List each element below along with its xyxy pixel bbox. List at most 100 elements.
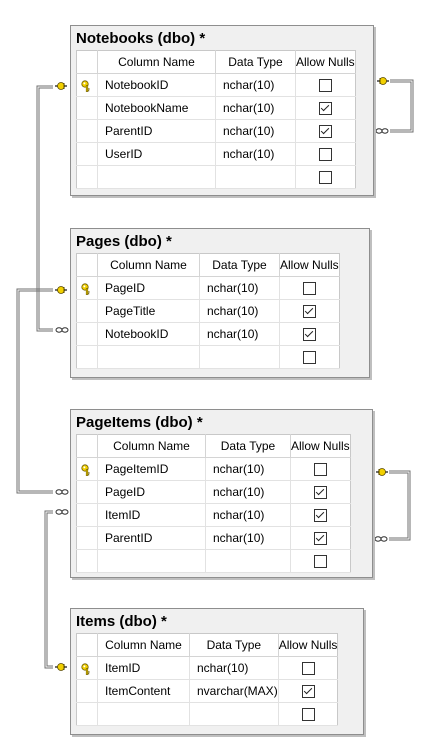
column-name-cell[interactable]: ItemID	[97, 656, 190, 680]
allow-nulls-checkbox[interactable]	[302, 351, 316, 365]
row-selector[interactable]	[76, 656, 98, 680]
data-type-cell[interactable]: nchar(10)	[199, 299, 280, 323]
column-name-header[interactable]: Column Name	[97, 50, 216, 74]
rel-pages-pageitems-inner[interactable]	[18, 290, 53, 492]
allow-nulls-cell[interactable]	[279, 276, 340, 300]
column-name-cell[interactable]: ParentID	[97, 526, 206, 550]
allow-nulls-cell[interactable]	[290, 503, 351, 527]
row-selector[interactable]	[76, 96, 98, 120]
data-type-cell[interactable]: nchar(10)	[215, 96, 296, 120]
row-selector[interactable]	[76, 526, 98, 550]
column-name-cell[interactable]: ItemID	[97, 503, 206, 527]
table-title[interactable]: Notebooks (dbo) *	[76, 30, 206, 47]
allow-nulls-checkbox[interactable]	[318, 102, 332, 116]
allow-nulls-header[interactable]: Allow Nulls	[290, 434, 351, 458]
column-name-cell[interactable]	[97, 165, 216, 189]
column-name-cell[interactable]: NotebookName	[97, 96, 216, 120]
allow-nulls-cell[interactable]	[290, 549, 351, 573]
allow-nulls-cell[interactable]	[279, 322, 340, 346]
rel-pageitems-self[interactable]	[389, 470, 411, 541]
allow-nulls-checkbox[interactable]	[302, 305, 316, 319]
data-type-cell[interactable]: nchar(10)	[205, 480, 291, 504]
allow-nulls-cell[interactable]	[279, 299, 340, 323]
rel-pages-pageitems[interactable]	[16, 288, 53, 494]
allow-nulls-cell[interactable]	[290, 526, 351, 550]
allow-nulls-header[interactable]: Allow Nulls	[295, 50, 356, 74]
data-type-cell[interactable]: nchar(10)	[215, 142, 296, 166]
row-selector[interactable]	[76, 299, 98, 323]
rel-notebooks-self[interactable]	[390, 79, 414, 133]
table-title[interactable]: Pages (dbo) *	[76, 233, 172, 250]
allow-nulls-checkbox[interactable]	[301, 662, 315, 676]
row-selector[interactable]	[76, 345, 98, 369]
allow-nulls-cell[interactable]	[295, 73, 356, 97]
row-selector[interactable]	[76, 457, 98, 481]
allow-nulls-header[interactable]: Allow Nulls	[278, 633, 338, 657]
column-name-header[interactable]: Column Name	[97, 253, 200, 277]
allow-nulls-checkbox[interactable]	[318, 171, 332, 185]
data-type-header[interactable]: Data Type	[215, 50, 296, 74]
data-type-cell[interactable]	[205, 549, 291, 573]
table-title[interactable]: PageItems (dbo) *	[76, 414, 203, 431]
data-type-cell[interactable]: nchar(10)	[205, 526, 291, 550]
allow-nulls-cell[interactable]	[290, 480, 351, 504]
column-name-cell[interactable]: NotebookID	[97, 73, 216, 97]
column-name-cell[interactable]	[97, 549, 206, 573]
data-type-cell[interactable]: nchar(10)	[215, 119, 296, 143]
allow-nulls-checkbox[interactable]	[313, 532, 327, 546]
row-selector[interactable]	[76, 142, 98, 166]
table-title[interactable]: Items (dbo) *	[76, 613, 167, 630]
data-type-cell[interactable]	[189, 702, 279, 726]
row-selector[interactable]	[76, 702, 98, 726]
column-row[interactable]	[76, 165, 356, 189]
allow-nulls-cell[interactable]	[295, 142, 356, 166]
rel-pageitems-self-inner[interactable]	[389, 472, 409, 539]
column-name-header[interactable]: Column Name	[97, 434, 206, 458]
data-type-cell[interactable]: nchar(10)	[199, 276, 280, 300]
allow-nulls-checkbox[interactable]	[318, 125, 332, 139]
row-selector[interactable]	[76, 119, 98, 143]
row-selector[interactable]	[76, 503, 98, 527]
allow-nulls-checkbox[interactable]	[313, 509, 327, 523]
data-type-cell[interactable]: nchar(10)	[189, 656, 279, 680]
column-name-cell[interactable]	[97, 702, 190, 726]
allow-nulls-cell[interactable]	[278, 656, 338, 680]
column-row[interactable]	[76, 702, 338, 726]
allow-nulls-cell[interactable]	[295, 165, 356, 189]
row-selector-header[interactable]	[76, 633, 98, 657]
row-selector[interactable]	[76, 322, 98, 346]
rel-notebooks-pages[interactable]	[36, 85, 53, 332]
data-type-header[interactable]: Data Type	[199, 253, 280, 277]
allow-nulls-checkbox[interactable]	[313, 463, 327, 477]
data-type-cell[interactable]	[215, 165, 296, 189]
allow-nulls-checkbox[interactable]	[302, 328, 316, 342]
allow-nulls-checkbox[interactable]	[301, 708, 315, 722]
allow-nulls-cell[interactable]	[295, 119, 356, 143]
rel-items-pageitems[interactable]	[44, 510, 53, 669]
column-name-cell[interactable]: PageID	[97, 480, 206, 504]
column-name-cell[interactable]: ParentID	[97, 119, 216, 143]
column-name-cell[interactable]: NotebookID	[97, 322, 200, 346]
allow-nulls-cell[interactable]	[290, 457, 351, 481]
data-type-cell[interactable]: nchar(10)	[205, 503, 291, 527]
allow-nulls-checkbox[interactable]	[313, 555, 327, 569]
data-type-cell[interactable]: nchar(10)	[205, 457, 291, 481]
data-type-header[interactable]: Data Type	[189, 633, 279, 657]
column-name-header[interactable]: Column Name	[97, 633, 190, 657]
data-type-cell[interactable]: nchar(10)	[215, 73, 296, 97]
allow-nulls-cell[interactable]	[279, 345, 340, 369]
allow-nulls-checkbox[interactable]	[318, 148, 332, 162]
data-type-cell[interactable]: nchar(10)	[199, 322, 280, 346]
data-type-cell[interactable]: nvarchar(MAX)	[189, 679, 279, 703]
